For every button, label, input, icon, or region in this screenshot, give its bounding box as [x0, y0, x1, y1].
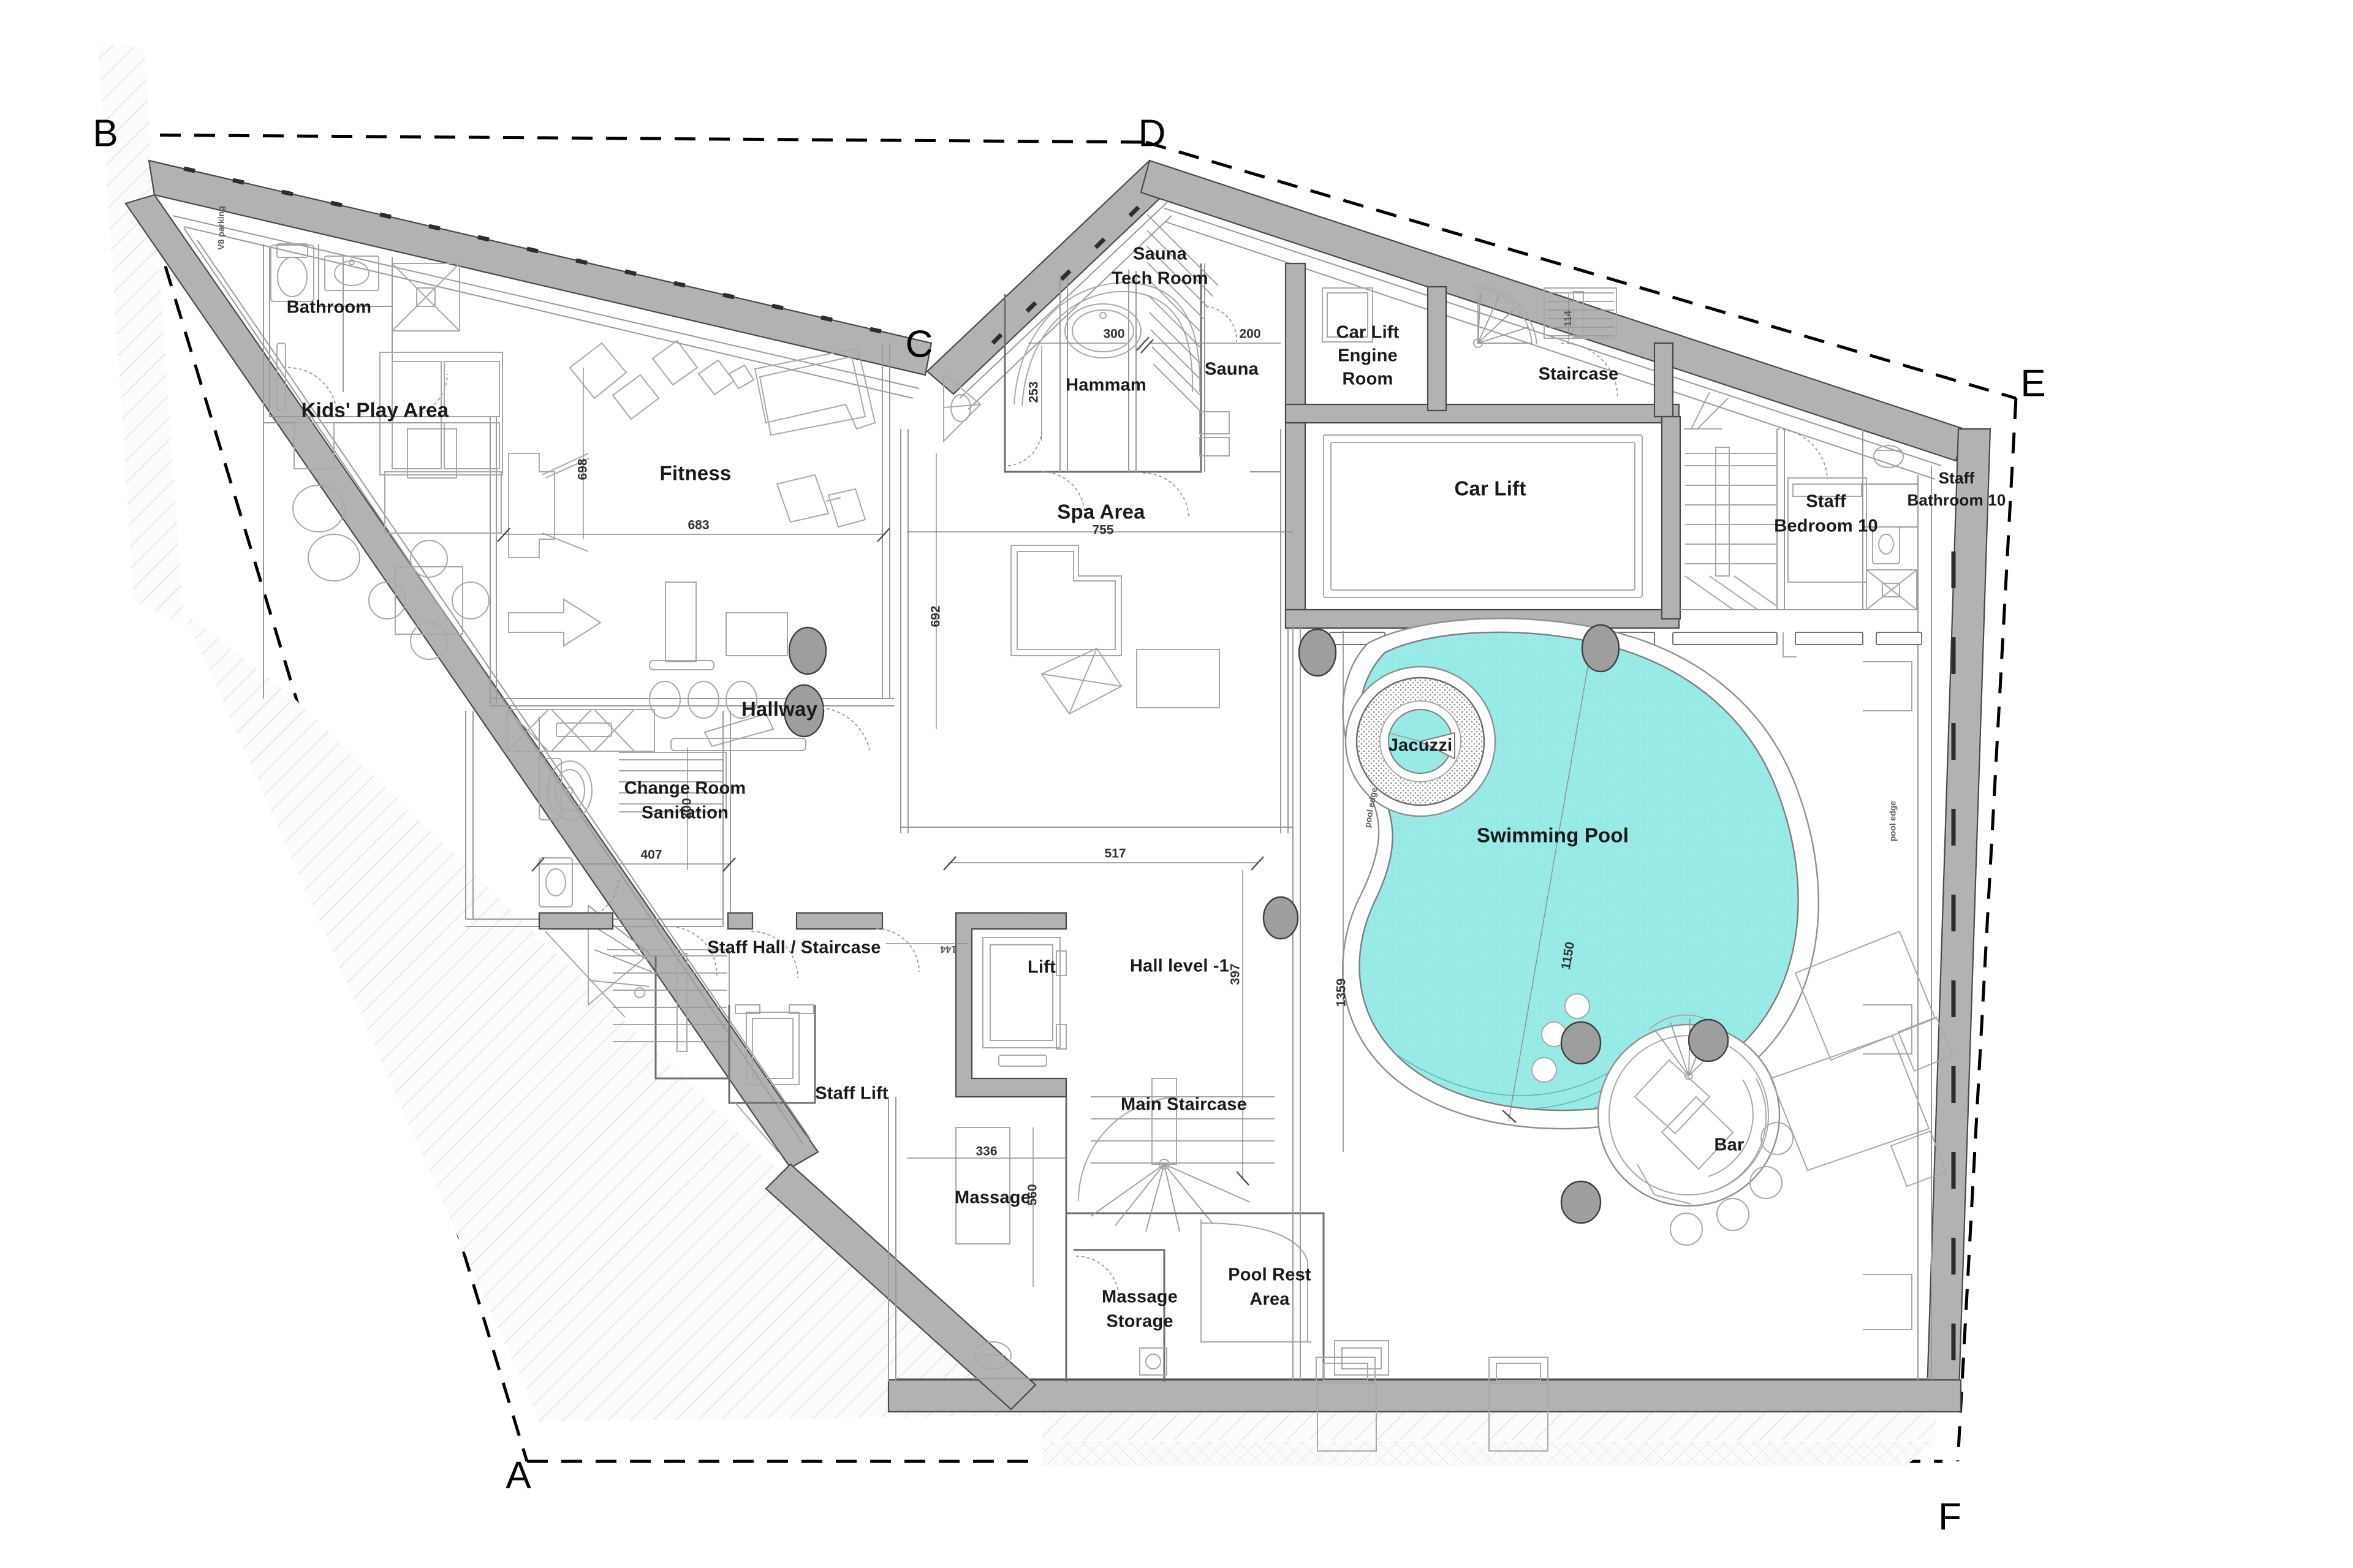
bar-group: [1597, 1014, 1794, 1246]
room-label-car-lift: Car Lift: [1454, 477, 1526, 500]
room-label-staff-bedroom-line2: Bedroom 10: [1774, 517, 1878, 536]
staircase-top-right: [1473, 285, 1618, 399]
room-label-staff-bathroom-line2: Bathroom 10: [1907, 491, 2006, 509]
spa-area-furniture: [1010, 545, 1220, 715]
building-outer-wall: [124, 159, 1991, 1413]
dim-massage-horizontal: 336: [976, 1145, 997, 1159]
jacuzzi-group: [1344, 665, 1496, 817]
dim-massage-vertical: 560: [1026, 1184, 1040, 1205]
corner-marker-e: E: [2020, 362, 2045, 404]
room-labels: Bathroom Kids' Play Area Fitness Hallway…: [287, 244, 2006, 1331]
dim-hammam-horizontal: 300: [1103, 327, 1124, 341]
room-label-car-lift-engine-room-line1: Car Lift: [1336, 323, 1399, 343]
corner-markers: B C D E A F: [93, 112, 2045, 1538]
room-label-staff-bathroom-line1: Staff: [1939, 469, 1975, 487]
room-label-massage-storage-line1: Massage: [1102, 1287, 1178, 1307]
room-label-hammam: Hammam: [1066, 376, 1146, 395]
room-label-lift: Lift: [1028, 958, 1056, 977]
room-label-kids-play-area: Kids' Play Area: [301, 399, 449, 422]
kids-play-furniture: [276, 343, 503, 660]
room-label-bathroom: Bathroom: [287, 298, 372, 317]
interior-partitions: [263, 244, 1918, 833]
dim-spa-area-horizontal: 755: [1092, 523, 1113, 537]
room-label-hall-level-minus1: Hall level -1: [1130, 956, 1229, 976]
outer-wall-ticks: [183, 166, 1956, 1360]
room-label-sauna-tech-room-line2: Tech Room: [1112, 269, 1208, 289]
dim-fitness-vertical: 698: [576, 458, 590, 480]
room-label-staff-bedroom-line1: Staff: [1806, 492, 1846, 512]
dim-hallway-vertical: 692: [929, 605, 943, 627]
dim-change-room-vertical: 300: [680, 798, 694, 819]
corner-marker-a: A: [506, 1454, 531, 1496]
room-label-massage: Massage: [955, 1188, 1031, 1208]
corner-marker-c: C: [906, 323, 933, 365]
dim-fitness-horizontal: 683: [688, 518, 709, 532]
dim-hall-vertical: 397: [1229, 963, 1243, 985]
room-label-staff-hall-staircase: Staff Hall / Staircase: [707, 938, 881, 958]
massage-room-details: [888, 1097, 1167, 1382]
corner-marker-f: F: [1938, 1496, 1961, 1538]
room-label-pool-rest-area-line2: Area: [1249, 1290, 1290, 1309]
pool-loungers: [1770, 930, 1953, 1187]
room-label-change-room-line1: Change Room: [624, 779, 746, 798]
dim-staff-lift-horizontal: 144: [941, 944, 957, 954]
dim-change-room-horizontal: 407: [640, 848, 662, 862]
staff-quarters-details: [1684, 392, 1917, 611]
fitness-equipment: [507, 339, 876, 753]
room-label-change-room-line2: Sanitation: [642, 803, 729, 823]
staff-lift-details: [728, 1004, 816, 1153]
room-label-pool-rest-area-line1: Pool Rest: [1228, 1265, 1311, 1285]
dim-pool-long-vertical: 1359: [1335, 979, 1349, 1007]
bathroom-fixtures: [270, 243, 460, 417]
room-label-car-lift-engine-room-line3: Room: [1343, 369, 1393, 389]
room-label-sauna: Sauna: [1205, 360, 1259, 379]
corner-marker-b: B: [93, 112, 118, 154]
note-v8-parking: V8 parking: [216, 206, 226, 250]
dim-hammam-vertical: 253: [1027, 381, 1041, 403]
car-lift-engine-details: [1322, 287, 1373, 343]
room-label-swimming-pool: Swimming Pool: [1477, 824, 1629, 847]
note-pool-edge-right: pool edge: [1888, 801, 1898, 841]
room-label-sauna-tech-room-line1: Sauna: [1133, 244, 1188, 264]
room-label-car-lift-engine-room-line2: Engine: [1338, 346, 1398, 366]
room-label-staff-lift: Staff Lift: [815, 1084, 889, 1104]
room-label-fitness: Fitness: [660, 462, 732, 485]
change-room-details: [465, 711, 798, 979]
pool-rest-area-details: [1172, 1212, 1389, 1382]
room-label-hallway: Hallway: [741, 698, 818, 721]
dimension-lines: [497, 294, 1569, 1287]
dim-hall-top-horizontal: 517: [1104, 847, 1126, 861]
lift-details: [876, 912, 1067, 1098]
dimension-labels: 698 683 692 300 253 200 755 407 300 517 …: [576, 311, 1578, 1206]
structural-columns: [788, 624, 1729, 1224]
room-label-massage-storage-line2: Storage: [1106, 1312, 1173, 1331]
dim-staircase-small: 114: [1563, 311, 1574, 327]
corner-marker-d: D: [1139, 112, 1166, 154]
room-label-staircase: Staircase: [1539, 365, 1619, 384]
dim-sauna-horizontal: 200: [1239, 327, 1260, 341]
room-label-jacuzzi: Jacuzzi: [1389, 736, 1453, 756]
room-label-bar: Bar: [1715, 1135, 1745, 1155]
room-label-main-staircase: Main Staircase: [1121, 1095, 1247, 1115]
room-label-spa-area: Spa Area: [1057, 501, 1145, 523]
